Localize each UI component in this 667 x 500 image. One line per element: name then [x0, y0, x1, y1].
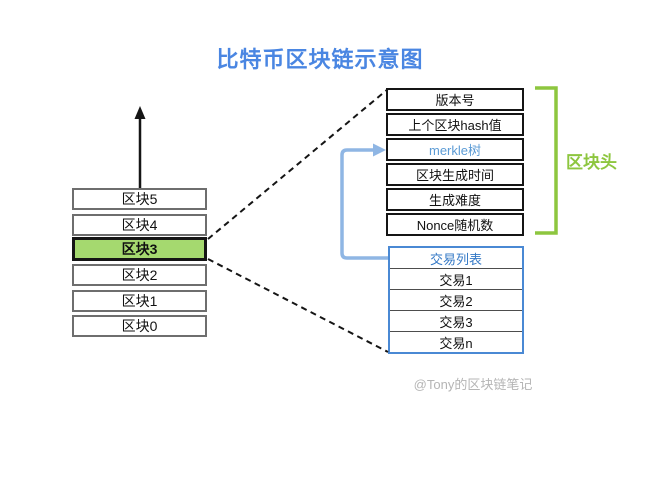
- chain-block-1: 区块1: [72, 290, 207, 312]
- merkle-link-arrow-icon: [340, 143, 388, 260]
- transaction-row-n: 交易n: [390, 331, 522, 352]
- header-row-merkle-tree: merkle树: [386, 138, 524, 161]
- transaction-row-2: 交易2: [390, 289, 522, 310]
- transaction-row-3: 交易3: [390, 310, 522, 331]
- header-row-timestamp: 区块生成时间: [386, 163, 524, 186]
- up-arrow-icon: [134, 106, 146, 188]
- transaction-row-1: 交易1: [390, 268, 522, 289]
- watermark-text: @Tony的区块链笔记: [413, 377, 533, 392]
- header-row-version: 版本号: [386, 88, 524, 111]
- chain-block-3-highlighted: 区块3: [72, 237, 207, 261]
- transaction-list-header: 交易列表: [429, 251, 482, 267]
- chain-block-5: 区块5: [72, 188, 207, 210]
- transaction-list: 交易列表 交易1 交易2 交易3 交易n: [388, 246, 524, 354]
- block-header-bracket-label: 区块头: [566, 153, 617, 172]
- header-row-difficulty: 生成难度: [386, 188, 524, 211]
- header-row-prev-hash: 上个区块hash值: [386, 113, 524, 136]
- header-row-nonce: Nonce随机数: [386, 213, 524, 236]
- chain-block-4: 区块4: [72, 214, 207, 236]
- page-title: 比特币区块链示意图: [216, 47, 424, 72]
- block-header-bracket: [535, 86, 558, 235]
- expansion-dashed-line-bottom: [207, 258, 389, 353]
- chain-block-2: 区块2: [72, 264, 207, 286]
- chain-block-0: 区块0: [72, 315, 207, 337]
- expansion-dashed-line-top: [207, 88, 389, 240]
